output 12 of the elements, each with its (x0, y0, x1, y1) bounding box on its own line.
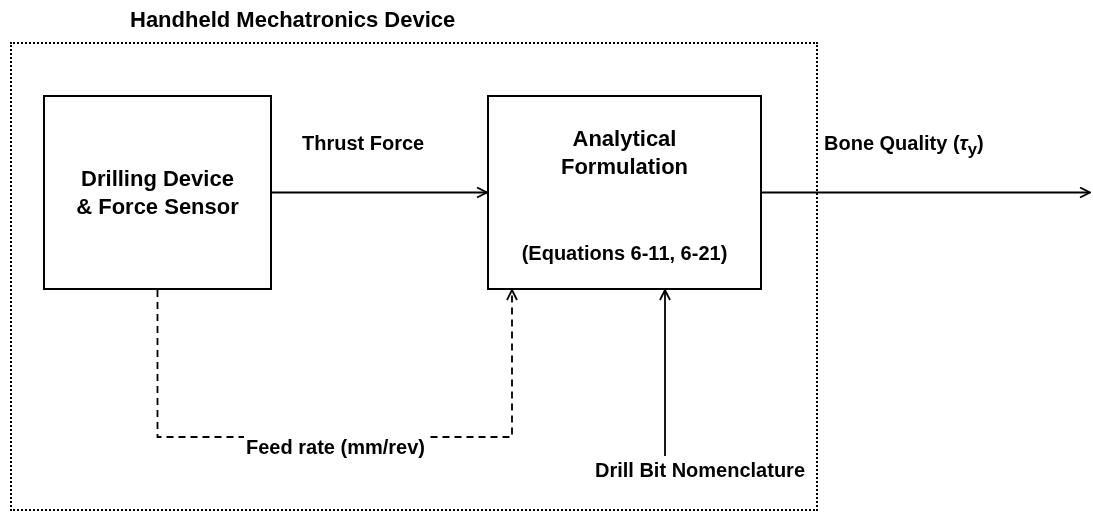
arrow (271, 186, 488, 199)
box-note: (Equations 6-11, 6-21) (521, 241, 728, 266)
edge-label: Feed rate (mm/rev) (244, 436, 427, 459)
process-box (487, 95, 762, 290)
input-label: Drill Bit Nomenclature (594, 457, 805, 483)
arrow (761, 186, 1091, 199)
box-title: Analytical Formulation (559, 125, 690, 180)
edge-label: Bone Quality (τ$_{y}$) (822, 132, 986, 160)
process-box (43, 95, 272, 290)
group-heading: Handheld Mechatronics Device (130, 6, 456, 34)
arrow (659, 289, 671, 457)
box-title: Drilling Device & Force Sensor (75, 165, 240, 220)
